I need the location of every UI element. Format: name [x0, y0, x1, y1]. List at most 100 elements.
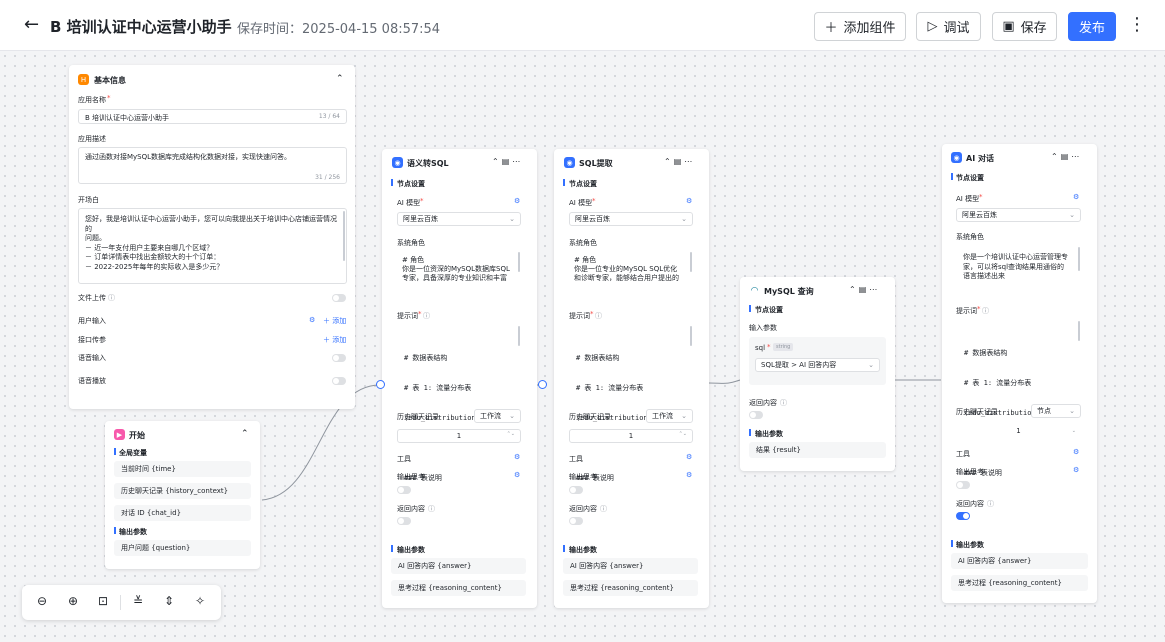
add-api-param-link[interactable]: ＋ 添加 [323, 336, 347, 344]
basic-info-card[interactable]: H 基本信息 ⌃ 应用名称* B 培训认证中心运营小助手 13 / 64 应用描… [69, 65, 355, 409]
fit-view-icon[interactable]: ⊡ [97, 594, 109, 608]
app-name-input[interactable]: B 培训认证中心运营小助手 13 / 64 [78, 109, 347, 124]
settings-icon[interactable]: ⚙ [1073, 448, 1080, 456]
output-think-toggle[interactable] [569, 486, 583, 494]
scrollbar[interactable] [518, 252, 520, 272]
scrollbar[interactable] [1078, 321, 1080, 341]
history-count-input[interactable]: 1⌃⌄ [569, 429, 693, 443]
app-desc-textarea[interactable]: 通过函数对接MySQL数据库完成结构化数据对接，实现快速问答。 31 / 256 [78, 147, 347, 184]
collapse-chevron-icon[interactable]: ⌃ [664, 157, 674, 166]
return-content-toggle[interactable] [956, 512, 970, 520]
play-icon: ▷ [927, 19, 938, 34]
chart-icon[interactable]: ▤ [673, 157, 685, 166]
more-icon[interactable]: ⋯ [1071, 152, 1083, 161]
settings-icon[interactable]: ⚙ [1073, 466, 1080, 474]
model-select[interactable]: 阿里云百炼⌄ [956, 208, 1081, 222]
start-node[interactable]: ▶ 开始 ⌃ 全局变量 当前时间 {time} 历史聊天记录 {history_… [105, 421, 260, 569]
voice-play-toggle[interactable] [332, 377, 346, 385]
more-icon[interactable]: ⋯ [684, 157, 696, 166]
prompt-textarea[interactable]: # 数据表结构 # 表 1: 流量分布表 (edu_distribution) … [397, 324, 521, 482]
collapse-all-icon[interactable]: ≚ [132, 594, 144, 608]
expand-all-icon[interactable]: ⇕ [163, 594, 175, 608]
output-think-toggle[interactable] [956, 481, 970, 489]
scrollbar[interactable] [518, 326, 520, 346]
settings-icon[interactable]: ⚙ [514, 197, 521, 205]
system-role-textarea[interactable]: # 角色 你是一位专业的MySQL SQL优化 和诊断专家，能够结合用户提出的 [569, 250, 693, 290]
node-mysql-query[interactable]: ◠ MySQL 查询 ⌃▤⋯ 节点设置 输入参数 sql* string SQL… [740, 277, 895, 471]
node-header-actions[interactable]: ⌃▤⋯ [492, 157, 523, 166]
voice-input-toggle[interactable] [332, 354, 346, 362]
collapse-chevron-icon[interactable]: ⌃ [241, 429, 249, 439]
info-icon: ⓘ [987, 500, 994, 508]
return-content-toggle[interactable] [749, 411, 763, 419]
debug-label: 调试 [943, 21, 970, 36]
history-mode-value: 工作流 [480, 412, 501, 420]
history-mode-select[interactable]: 节点⌄ [1031, 404, 1081, 418]
param-value: SQL提取 > AI 回答内容 [761, 361, 837, 369]
settings-label: 节点设置 [569, 180, 597, 188]
settings-icon[interactable]: ⚙ [686, 197, 693, 205]
return-content-toggle[interactable] [569, 517, 583, 525]
chart-icon[interactable]: ▤ [501, 157, 513, 166]
model-select[interactable]: 阿里云百炼⌄ [569, 212, 693, 226]
settings-icon[interactable]: ⚙ [686, 471, 693, 479]
file-upload-toggle[interactable] [332, 294, 346, 302]
node-header-actions[interactable]: ⌃▤⋯ [664, 157, 695, 166]
zoom-out-icon[interactable]: ⊖ [36, 594, 48, 608]
model-select[interactable]: 阿里云百炼⌄ [397, 212, 521, 226]
scrollbar[interactable] [343, 211, 345, 261]
output-field: 思考过程 {reasoning_content} [951, 575, 1088, 591]
settings-icon[interactable]: ⚙ [1073, 193, 1080, 201]
history-mode-select[interactable]: 工作流⌄ [646, 409, 693, 423]
gear-icon[interactable]: ⚙ [309, 316, 316, 324]
history-count-input[interactable]: 1⌃⌄ [397, 429, 521, 443]
history-count-input[interactable]: 1⌄ [956, 424, 1081, 438]
node-ai-chat[interactable]: ◉ AI 对话 ⌃▤⋯ 节点设置 AI 模型* ⚙ 阿里云百炼⌄ 系统角色 你是… [942, 144, 1097, 603]
publish-label: 发布 [1078, 21, 1105, 36]
history-label: 历史聊天记录 [397, 413, 439, 421]
more-icon[interactable]: ⋯ [869, 285, 881, 294]
history-mode-select[interactable]: 工作流⌄ [474, 409, 521, 423]
input-port[interactable] [376, 380, 385, 389]
chart-icon[interactable]: ▤ [1060, 152, 1072, 161]
output-think-toggle[interactable] [397, 486, 411, 494]
back-arrow-icon[interactable]: ← [24, 14, 40, 35]
zoom-in-icon[interactable]: ⊕ [67, 594, 79, 608]
save-button[interactable]: ▣保存 [992, 12, 1057, 41]
output-params-label: 输出参数 [569, 546, 597, 554]
node-semantic-sql[interactable]: ◉ 语义转SQL ⌃▤⋯ 节点设置 AI 模型* ⚙ 阿里云百炼⌄ 系统角色 #… [382, 149, 537, 608]
debug-button[interactable]: ▷ 调试 [916, 12, 981, 41]
node-header-actions[interactable]: ⌃▤⋯ [1051, 152, 1082, 161]
collapse-chevron-icon[interactable]: ⌃ [492, 157, 502, 166]
add-user-input-link[interactable]: ＋ 添加 [323, 317, 347, 325]
more-icon[interactable]: ⋯ [512, 157, 524, 166]
return-content-toggle[interactable] [397, 517, 411, 525]
collapse-chevron-icon[interactable]: ⌃ [1051, 152, 1061, 161]
system-role-textarea[interactable]: # 角色 你是一位资深的MySQL数据库SQL 专家，具备深厚的专业知识和丰富 [397, 250, 521, 290]
system-role-textarea[interactable]: 你是一个培训认证中心运营管理专 家，可以将sql查询结果用通俗的 语言描述出来 [956, 245, 1081, 289]
prompt-textarea[interactable]: # 数据表结构 # 表 1: 流量分布表 (edu_distribution) … [956, 319, 1081, 477]
prompt-textarea[interactable]: # 数据表结构 # 表 1: 流量分布表 (edu_distribution) … [569, 324, 693, 482]
prompt-line: # 数据表结构 [404, 354, 448, 362]
more-vertical-icon[interactable]: ⋮ [1128, 14, 1146, 35]
param-value-select[interactable]: SQL提取 > AI 回答内容⌄ [755, 358, 880, 372]
settings-icon[interactable]: ⚙ [514, 453, 521, 461]
collapse-chevron-icon[interactable]: ⌃ [849, 285, 859, 294]
scrollbar[interactable] [690, 252, 692, 272]
chart-icon[interactable]: ▤ [858, 285, 870, 294]
scrollbar[interactable] [1078, 247, 1080, 271]
stepper-icon[interactable]: ⌃⌄ [506, 431, 515, 437]
settings-icon[interactable]: ⚙ [686, 453, 693, 461]
scrollbar[interactable] [690, 326, 692, 346]
add-component-button[interactable]: ＋添加组件 [814, 12, 906, 41]
stepper-icon[interactable]: ⌄ [1071, 428, 1076, 434]
publish-button[interactable]: 发布 [1068, 12, 1116, 41]
stepper-icon[interactable]: ⌃⌄ [678, 431, 687, 437]
settings-icon[interactable]: ⚙ [514, 471, 521, 479]
output-port[interactable] [538, 380, 547, 389]
collapse-chevron-icon[interactable]: ⌃ [336, 74, 344, 84]
opening-textarea[interactable]: 您好，我是培训认证中心运营小助手，您可以向我提出关于培训中心店铺运营情况的 问题… [78, 208, 347, 284]
auto-layout-icon[interactable]: ✧ [194, 594, 206, 608]
node-header-actions[interactable]: ⌃▤⋯ [849, 285, 880, 294]
node-sql-extract[interactable]: ◉ SQL提取 ⌃▤⋯ 节点设置 AI 模型* ⚙ 阿里云百炼⌄ 系统角色 # … [554, 149, 709, 608]
